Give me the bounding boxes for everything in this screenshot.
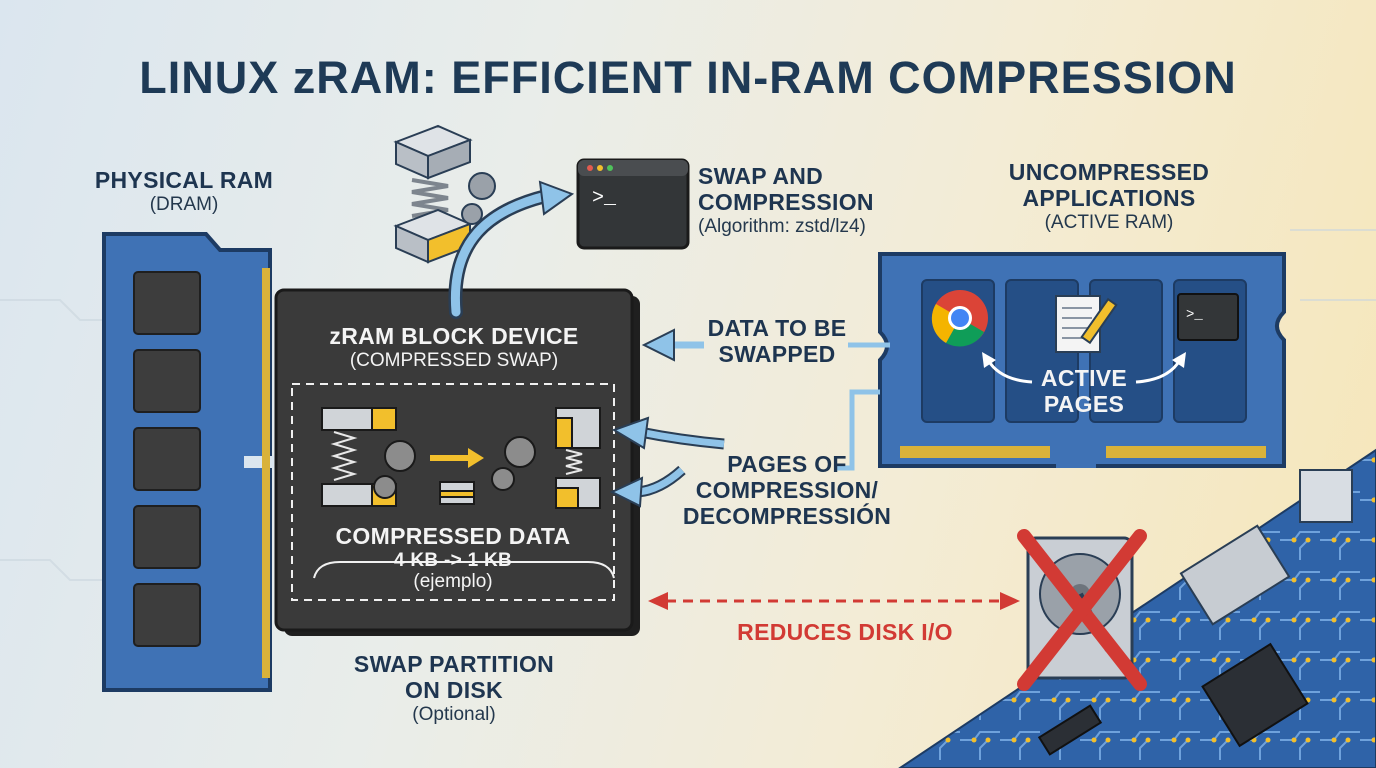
zram-device-box — [274, 288, 640, 636]
page-title: LINUX zRAM: EFFICIENT IN-RAM COMPRESSION — [139, 52, 1237, 103]
zram-device-label: zRAM BLOCK DEVICE (COMPRESSED SWAP) — [329, 323, 579, 371]
compressed-data-label: COMPRESSED DATA 4 KB -> 1 KB (ejemplo) — [335, 523, 571, 593]
terminal-prompt-text: >_ — [592, 187, 617, 210]
background-circuit-icon — [0, 229, 1376, 581]
data-to-swap-label: DATA TO BE SWAPPED — [707, 315, 847, 367]
document-pencil-icon — [1055, 295, 1118, 353]
uncompressed-apps-label: UNCOMPRESSED APPLICATIONS (ACTIVE RAM) — [1008, 159, 1210, 233]
terminal-icon-small: >_ — [1177, 293, 1239, 341]
uncompressed-ram-module — [878, 252, 1286, 468]
reduces-io-label: REDUCES DISK I/O — [737, 619, 953, 645]
physical-ram-label: PHYSICAL RAM (DRAM) — [94, 167, 274, 215]
terminal-icon: >_ — [576, 158, 690, 250]
ram-stick-icon — [102, 232, 274, 692]
svg-text:>_: >_ — [1186, 307, 1203, 323]
pages-compression-label: PAGES OF COMPRESSION/ DECOMPRESSIÓN — [682, 451, 892, 529]
swap-compression-label: SWAP AND COMPRESSION (Algorithm: zstd/lz… — [698, 163, 874, 237]
swap-partition-label: SWAP PARTITION ON DISK (Optional) — [353, 651, 555, 725]
active-pages-label: ACTIVE PAGES — [1040, 365, 1128, 417]
no-disk-x-icon — [1017, 529, 1147, 691]
spring-gears-icon — [393, 124, 496, 264]
circuit-board-icon — [898, 448, 1376, 768]
chrome-icon — [931, 290, 988, 347]
